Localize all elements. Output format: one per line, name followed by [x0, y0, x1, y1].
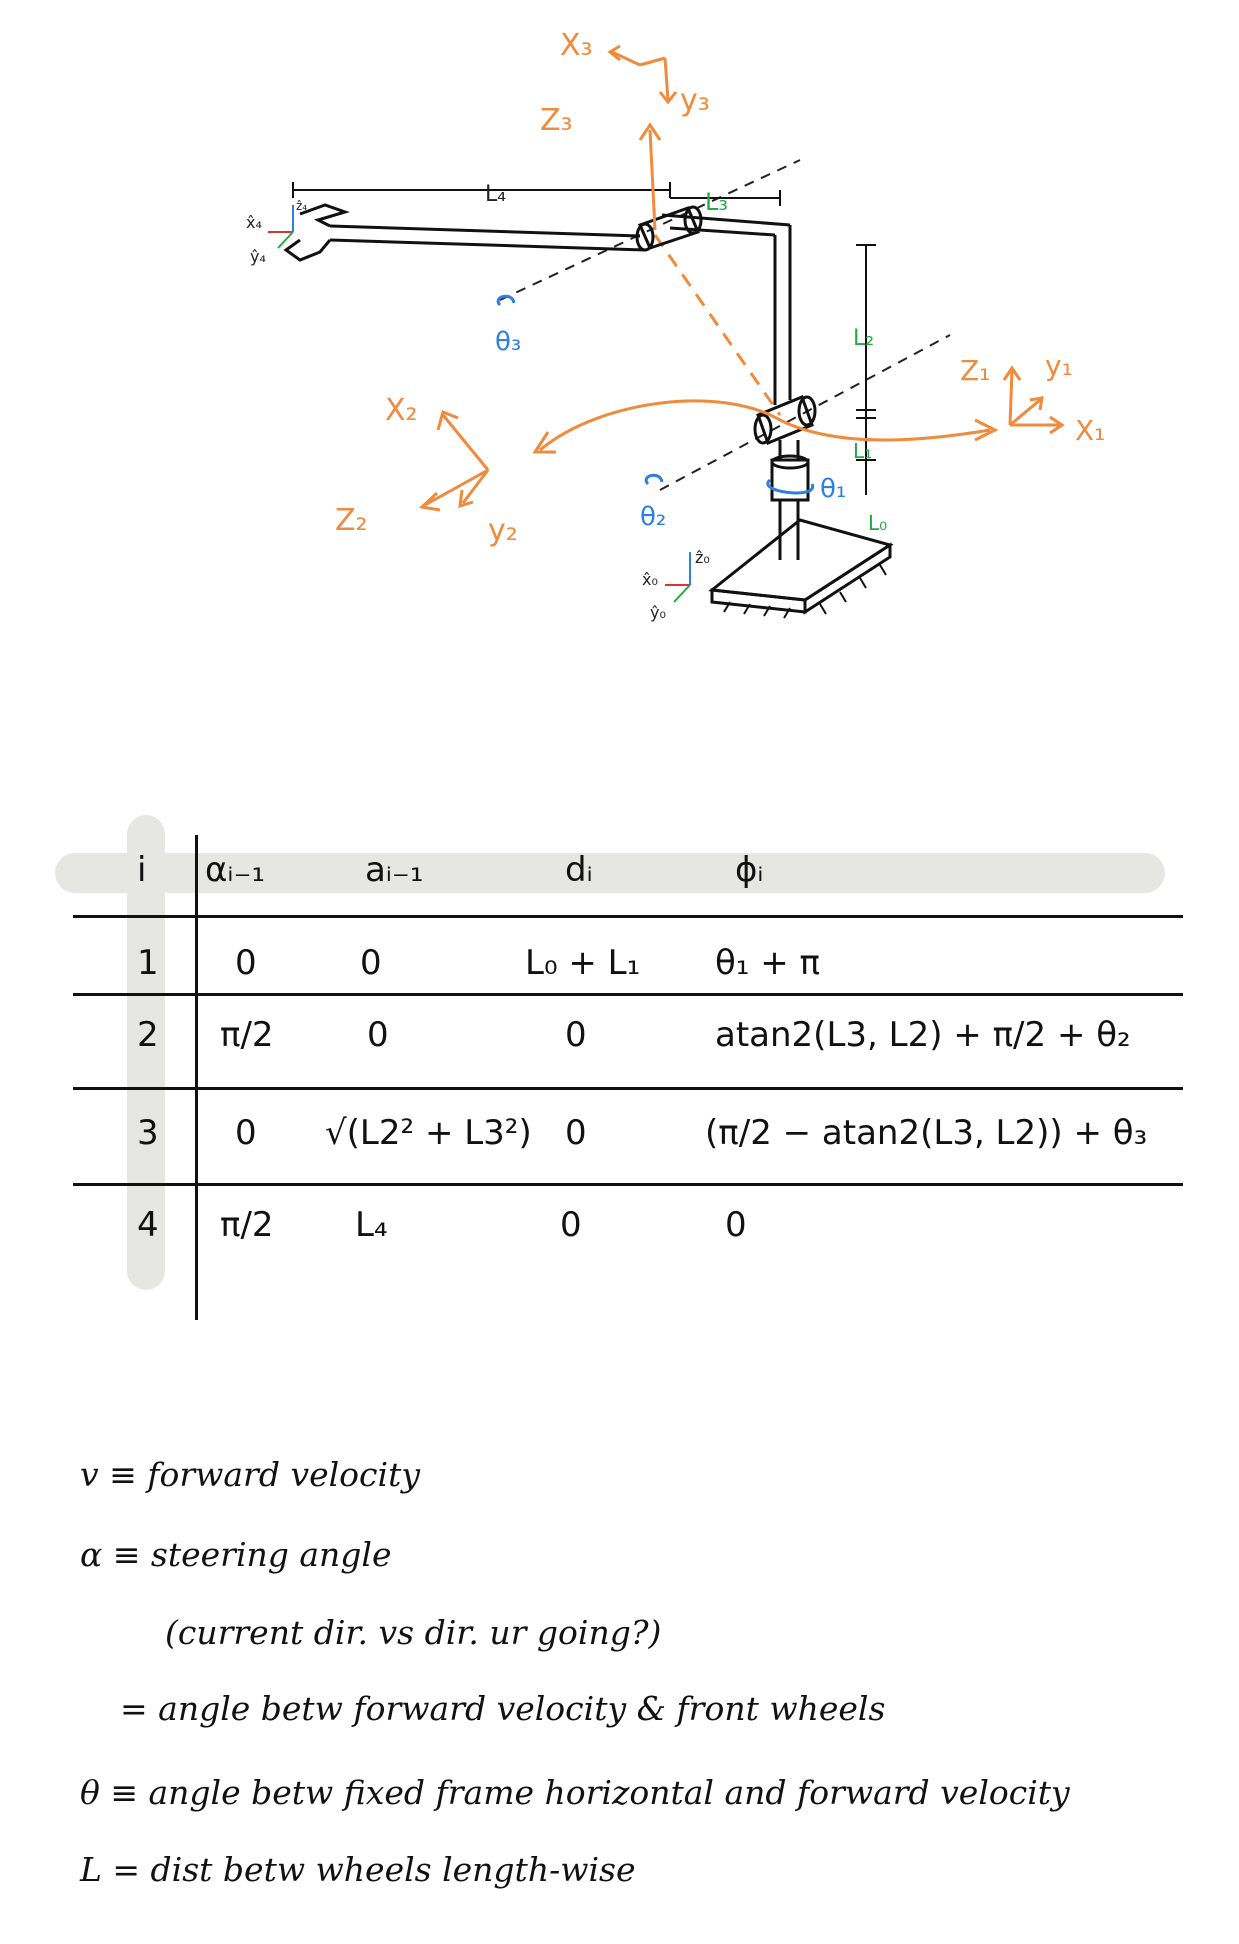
- header-i: i: [137, 850, 147, 890]
- row2-phi: atan2(L3, L2) + π/2 + θ₂: [715, 1015, 1131, 1055]
- row4-alpha: π/2: [220, 1205, 274, 1245]
- note-angle-front-wheels: = angle betw forward velocity & front wh…: [120, 1689, 886, 1728]
- theta1-label: θ₁: [820, 474, 846, 504]
- row2-a: 0: [367, 1015, 389, 1055]
- row2-alpha: π/2: [220, 1015, 274, 1055]
- y0-label: ŷ₀: [650, 603, 666, 622]
- theta2-rotation-arrow: [644, 473, 664, 486]
- row1-alpha: 0: [235, 943, 257, 983]
- row-divider: [73, 1183, 1183, 1186]
- row4-phi: 0: [725, 1205, 747, 1245]
- row4-a: L₄: [355, 1205, 388, 1245]
- robot-arm-diagram: θ₁ θ₂ θ₃ L₄ L₃ L₂ L₁ L₀ X₃ y₃ Z₃: [246, 28, 1105, 622]
- link-projection: [653, 234, 782, 416]
- notes: v ≡ forward velocity α ≡ steering angle …: [80, 1455, 1200, 1925]
- header-a: aᵢ₋₁: [365, 850, 424, 890]
- theta3-rotation-arrow: [496, 294, 516, 307]
- row-divider: [73, 993, 1183, 996]
- x0-label: x̂₀: [642, 570, 658, 589]
- frame-2-axes: [418, 409, 490, 512]
- length-label-l0: L₀: [868, 511, 887, 535]
- joint-axes: [499, 159, 951, 491]
- row1-d: L₀ + L₁: [525, 943, 641, 983]
- row3-i: 3: [137, 1113, 159, 1153]
- row1-i: 1: [137, 943, 159, 983]
- length-label-l1: L₁: [853, 439, 872, 463]
- y4-label: ŷ₄: [250, 247, 266, 266]
- z0-label: ẑ₀: [695, 548, 710, 567]
- connector-arrow-right: [974, 418, 999, 442]
- frame-1-axes: [1002, 365, 1065, 435]
- row3-alpha: 0: [235, 1113, 257, 1153]
- theta3-label: θ₃: [495, 327, 521, 357]
- row2-i: 2: [137, 1015, 159, 1055]
- y3-label: y₃: [680, 83, 710, 118]
- x4-label: x̂₄: [246, 213, 262, 232]
- note-velocity: v ≡ forward velocity: [80, 1455, 420, 1494]
- frame-connector-curve: [539, 399, 991, 452]
- x2-label: X₂: [385, 393, 418, 428]
- note-current-dir: (current dir. vs dir. ur going?): [165, 1613, 662, 1652]
- row3-d: 0: [565, 1113, 587, 1153]
- header-highlight: [55, 853, 1165, 893]
- row3-a: √(L2² + L3²): [325, 1113, 532, 1153]
- robot-base: [283, 203, 894, 619]
- z4-label: ẑ₄: [296, 199, 307, 213]
- x3-label: X₃: [560, 28, 593, 63]
- x1-label: X₁: [1075, 414, 1105, 447]
- dimension-lines: [292, 182, 876, 495]
- length-label-l2: L₂: [853, 326, 874, 351]
- y1-label: y₁: [1045, 349, 1073, 382]
- header-d: dᵢ: [565, 850, 593, 890]
- connector-arrow-left: [532, 431, 556, 454]
- row2-d: 0: [565, 1015, 587, 1055]
- column-divider: [195, 835, 198, 1320]
- length-label-l3: L₃: [705, 188, 728, 216]
- y2-label: y₂: [488, 513, 518, 548]
- frame-3-axes: [607, 44, 678, 231]
- note-wheelbase: L = dist betw wheels length-wise: [80, 1850, 636, 1889]
- row1-phi: θ₁ + π: [715, 943, 821, 983]
- note-theta: θ ≡ angle betw fixed frame horizontal an…: [80, 1773, 1070, 1812]
- row3-phi: (π/2 − atan2(L3, L2)) + θ₃: [705, 1113, 1148, 1153]
- frame-0-axes: [665, 552, 691, 603]
- theta2-label: θ₂: [640, 502, 666, 532]
- frame-4-axes: [268, 205, 294, 249]
- z2-label: Z₂: [335, 503, 368, 538]
- row-divider: [73, 1087, 1183, 1090]
- z3-label: Z₃: [540, 103, 573, 138]
- header-phi: ϕᵢ: [735, 850, 764, 890]
- row1-a: 0: [360, 943, 382, 983]
- length-label-l4: L₄: [485, 182, 506, 207]
- dh-parameter-table: i αᵢ₋₁ aᵢ₋₁ dᵢ ϕᵢ 1 0 0 L₀ + L₁ θ₁ + π 2…: [55, 815, 1185, 1320]
- row4-i: 4: [137, 1205, 159, 1245]
- z1-label: Z₁: [960, 354, 990, 387]
- index-column-highlight: [127, 815, 165, 1290]
- note-steering-angle: α ≡ steering angle: [80, 1535, 392, 1574]
- header-alpha: αᵢ₋₁: [205, 850, 266, 890]
- row4-d: 0: [560, 1205, 582, 1245]
- row-divider: [73, 915, 1183, 918]
- theta1-rotation-arrow: [766, 478, 814, 495]
